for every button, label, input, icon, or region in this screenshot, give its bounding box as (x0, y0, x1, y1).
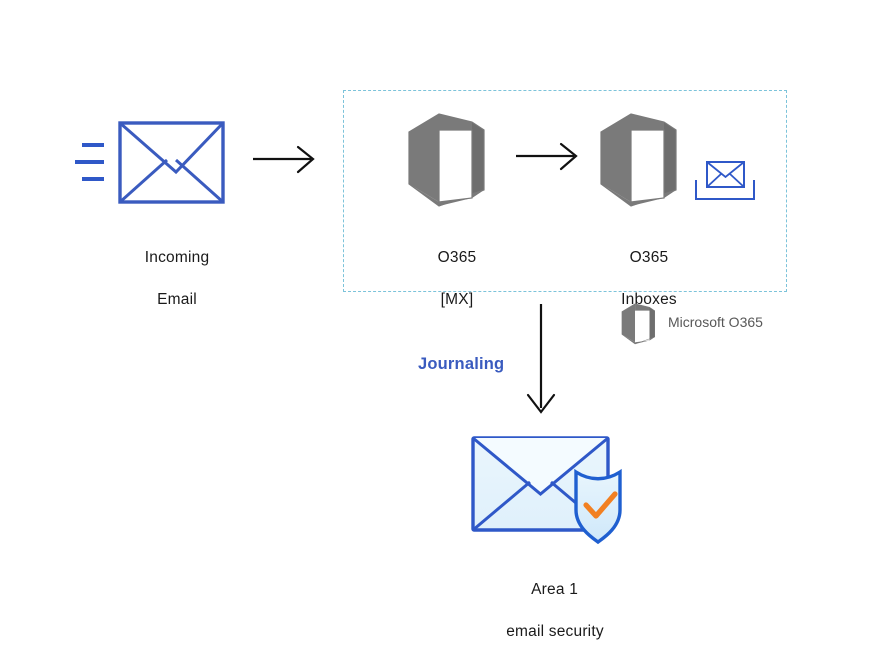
o365-inboxes-node (598, 110, 682, 207)
right-arrow-icon (516, 142, 578, 171)
incoming-email-label-line2: Email (157, 291, 197, 308)
arrow-incoming-to-mx (253, 145, 323, 177)
microsoft-o365-boundary-region (343, 90, 787, 292)
legend-label: Microsoft O365 (668, 314, 763, 330)
inbox-tray-icon (695, 161, 755, 200)
o365-mx-label-line2: [MX] (440, 291, 474, 308)
legend-o365-icon-wrap (620, 302, 658, 345)
speed-lines-icon (75, 143, 104, 181)
journaling-edge-label: Journaling (418, 355, 505, 373)
arrow-inboxes-to-area1 (518, 300, 566, 420)
envelope-flap-lines (119, 121, 225, 204)
arrow-mx-to-inboxes (516, 142, 586, 174)
envelope-flap (472, 436, 609, 496)
office365-logo-icon (408, 113, 485, 207)
area1-label: Area 1 email security (463, 558, 629, 663)
o365-mx-label: O365 [MX] (368, 226, 528, 331)
area1-label-line2: email security (506, 623, 604, 640)
office365-logo-icon (600, 113, 677, 207)
incoming-email-label: Incoming Email (88, 226, 248, 331)
area1-label-line1: Area 1 (531, 581, 579, 598)
shield-icon (574, 468, 622, 545)
o365-mx-node (406, 110, 490, 207)
check-icon (583, 491, 618, 519)
o365-inbox-tray-node (694, 158, 756, 202)
o365-inboxes-label-line1: O365 (629, 249, 669, 266)
envelope-icon (75, 121, 225, 204)
office365-logo-icon (621, 303, 656, 345)
down-arrow-icon (526, 304, 556, 414)
area1-node (468, 432, 638, 548)
incoming-email-label-line1: Incoming (144, 249, 210, 266)
incoming-email-node (72, 118, 232, 208)
o365-mx-label-line1: O365 (437, 249, 477, 266)
right-arrow-icon (253, 145, 315, 174)
secure-email-shield-icon (471, 436, 622, 545)
